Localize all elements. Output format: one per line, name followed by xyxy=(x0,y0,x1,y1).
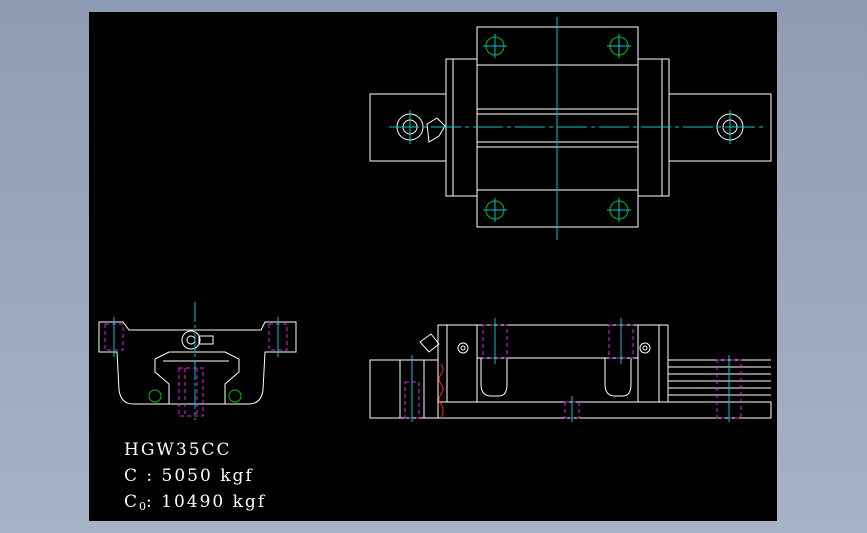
side-view-seal-left xyxy=(480,358,508,397)
static-load-subscript: 0 xyxy=(139,500,147,513)
end-view-centerlines xyxy=(113,302,279,420)
end-view xyxy=(98,321,297,405)
dynamic-load-rating: C : 5050 kgf xyxy=(124,466,254,486)
end-view-block-outline xyxy=(98,321,297,405)
end-view-rail-profile xyxy=(154,351,240,404)
model-number: HGW35CC xyxy=(124,440,232,460)
cad-drawing-area: HGW35CC C : 5050 kgf C0: 10490 kgf xyxy=(89,12,777,521)
side-view-rail-left xyxy=(369,359,439,419)
break-line xyxy=(438,363,444,419)
top-view-centerlines xyxy=(389,17,767,240)
static-load-rating: C0: 10490 kgf xyxy=(124,492,266,513)
end-view-balls xyxy=(148,389,242,403)
static-load-value: : 10490 kgf xyxy=(146,492,267,512)
side-view-rail xyxy=(437,401,772,419)
grease-nipple-end xyxy=(181,330,201,350)
static-load-symbol: C xyxy=(124,492,140,512)
side-view-hidden xyxy=(404,324,742,419)
grease-nipple-top xyxy=(426,117,446,143)
end-view-hidden xyxy=(104,323,288,417)
cad-views xyxy=(98,17,772,422)
grease-nipple-side xyxy=(419,333,440,353)
side-view-centerlines xyxy=(411,318,730,422)
side-view xyxy=(369,324,772,419)
side-view-seal-right xyxy=(604,358,632,397)
